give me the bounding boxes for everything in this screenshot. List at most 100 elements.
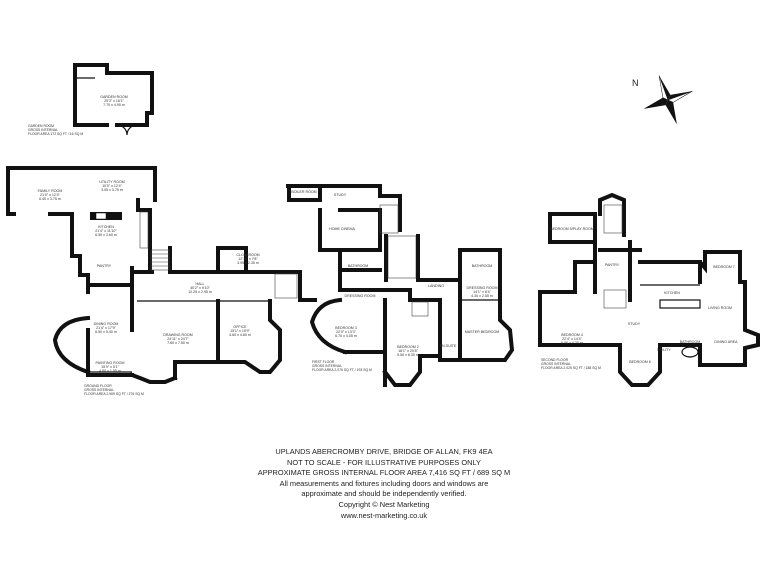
room-label-office: Office 15'1" x 15'9" 4.60 x 4.80 m (229, 325, 251, 338)
room-name: Painting Room (95, 361, 125, 365)
floor-area: FLOOR AREA 172 SQ FT / 16 SQ M (28, 132, 84, 136)
copyright-notice: Copyright © Nest Marketing (338, 499, 430, 509)
room-name: Bathroom (471, 264, 493, 268)
room-label-painting-room: Painting Room 15'9" x 5'1" 4.80 x 1.55 m (96, 361, 125, 374)
room-name: Kitchen (664, 291, 680, 295)
room-dims: 40'2" x 9'10" (190, 286, 210, 291)
room-metric: 6.50 x 3.60 m (95, 233, 117, 238)
disclaimer-line-2: approximate and should be independently … (301, 489, 467, 499)
room-label-kitchen: Kitchen 21'4" x 11'10" 6.50 x 3.60 m (95, 225, 117, 238)
room-dims: 25'3" x 16'1" (104, 99, 124, 104)
floor-gross: GROSS INTERNAL (312, 364, 342, 368)
room-metric: 6.80 x 4.35 m (561, 341, 583, 346)
room-name: Kitchen (98, 225, 114, 229)
room-dims: 24'11" x 24'7" (167, 337, 189, 342)
room-metric: 7.70 x 4.90 m (103, 103, 125, 108)
room-name: Landing (428, 284, 444, 288)
room-metric: 7.60 x 7.50 m (167, 341, 189, 346)
floor-gross: GROSS INTERNAL (541, 362, 571, 366)
room-name: Living Room (708, 306, 732, 310)
room-label-pantry: Pantry (97, 264, 111, 268)
room-label-dressing-room-2: Dressing Room 14'1" x 8'4" 4.30 x 2.55 m (467, 286, 498, 299)
room-dims: 15'9" x 5'1" (101, 365, 119, 370)
room-metric: 6.40 x 3.75 m (39, 197, 61, 202)
room-name: Bathroom (679, 340, 701, 344)
floor-gross: GROSS INTERNAL (84, 388, 114, 392)
property-address: UPLANDS ABERCROMBY DRIVE, BRIDGE OF ALLA… (275, 447, 493, 456)
floor-name: GROUND FLOOR (84, 384, 112, 388)
room-metric: 6.50 x 5.40 m (95, 330, 117, 335)
room-name: En-Suite (439, 344, 457, 348)
room-label-hall: Hall 40'2" x 9'10" 12.25 x 2.95 m (188, 282, 212, 295)
room-label-bathroom-2: Bathroom (472, 264, 493, 268)
room-label-master-bedroom: Master Bedroom (465, 330, 500, 334)
room-name: Pantry (604, 263, 620, 267)
room-label-dining-room: Dining Room 21'4" x 17'9" 6.50 x 5.40 m (94, 322, 119, 335)
room-name: Study (627, 322, 641, 326)
room-name: Master Bedroom (464, 330, 500, 334)
room-metric: 4.30 x 2.55 m (471, 294, 493, 299)
room-dims: 22'4" x 14'4" (562, 337, 582, 342)
room-name: Dressing Room (466, 286, 498, 290)
floor-gross: GROSS INTERNAL (28, 128, 58, 132)
room-label-bedroom-3: Bedroom 3 22'0" x 13'3" 6.70 x 4.05 m (335, 326, 357, 339)
room-label-dressing-room: Dressing Room (345, 294, 376, 298)
room-dims: 21'0" x 12'4" (40, 193, 60, 198)
room-name: Dining Room (93, 322, 119, 326)
room-name: Office (233, 325, 247, 329)
room-name: Bathroom (347, 264, 369, 268)
room-label-bedroom-2: Bedroom 2 18'1" x 20'8" 5.50 x 6.30 m (397, 345, 419, 358)
floor-plan-footer: UPLANDS ABERCROMBY DRIVE, BRIDGE OF ALLA… (0, 447, 768, 521)
room-name: Boiler Room (291, 190, 317, 194)
room-dims: 21'4" x 17'9" (96, 326, 116, 331)
room-label-garden-room: Garden Room 25'3" x 16'1" 7.70 x 4.90 m (100, 95, 128, 108)
room-name: Bedroom 5/Play Room (550, 227, 594, 231)
floor-area: FLOOR AREA 2,025 SQ FT / 188 SQ M (541, 366, 601, 370)
room-name: Cloakroom (236, 253, 260, 257)
room-label-living-room: Living Room (708, 306, 732, 310)
floor-name: SECOND FLOOR (541, 358, 569, 362)
room-metric: 6.70 x 4.05 m (335, 334, 357, 339)
room-metric: 3.95 x 2.35 m (237, 261, 259, 266)
room-label-home-cinema: Home Cinema (329, 227, 355, 231)
room-name: Utility Room (99, 180, 125, 184)
disclaimer-line-1: All measurements and fixtures including … (279, 478, 489, 488)
room-label-bathroom: Bathroom (680, 340, 701, 344)
room-label-dining-area: Dining Area (714, 340, 737, 344)
room-dims: 12'11" x 7'8" (238, 257, 258, 262)
total-floor-area: APPROXIMATE GROSS INTERNAL FLOOR AREA 7,… (257, 468, 511, 478)
floor-name: FIRST FLOOR (312, 360, 335, 364)
floor-area: FLOOR AREA 2,969 SQ FT / 276 SQ M (84, 392, 144, 396)
garden-room-plan (73, 63, 154, 136)
room-label-family-room: Family Room 21'0" x 12'4" 6.40 x 3.75 m (38, 189, 63, 202)
room-name: Dining Area (714, 340, 738, 344)
room-label-utility: Utility (657, 348, 670, 352)
room-dims: 15'1" x 15'9" (230, 329, 250, 334)
room-label-bedroom-6: Bedroom 6 (629, 360, 651, 364)
garden-room-area-label: GARDEN ROOM GROSS INTERNAL FLOOR AREA 17… (28, 124, 83, 136)
room-name: Bedroom 6 (629, 360, 651, 364)
ground-floor-plan (6, 166, 317, 384)
room-label-bedroom-4: Bedroom 4 22'4" x 14'4" 6.80 x 4.35 m (561, 333, 583, 346)
room-label-bedroom-7: Bedroom 7 (713, 265, 735, 269)
room-name: Garden Room (100, 95, 128, 99)
room-metric: 12.25 x 2.95 m (188, 290, 212, 295)
room-dims: 21'4" x 11'10" (95, 229, 117, 234)
compass-north-label: N (632, 78, 639, 88)
floor-area: FLOOR AREA 2,076 SQ FT / 193 SQ M (312, 368, 372, 372)
room-dims: 22'0" x 13'3" (336, 330, 356, 335)
room-name: Family Room (37, 189, 63, 193)
room-label-kitchen: Kitchen (664, 291, 680, 295)
room-name: Bedroom 2 (397, 345, 419, 349)
room-name: Study (333, 193, 347, 197)
room-name: Pantry (96, 264, 112, 268)
room-label-pantry: Pantry (605, 263, 619, 267)
room-label-bathroom: Bathroom (348, 264, 369, 268)
room-label-study: Study (628, 322, 640, 326)
room-label-study: Study (334, 193, 346, 197)
room-name: Bedroom 4 (561, 333, 583, 337)
north-arrow-compass-icon (643, 75, 693, 125)
website-link[interactable]: www.nest-marketing.co.uk (340, 510, 428, 520)
room-label-boiler-room: Boiler Room (291, 190, 316, 194)
room-dims: 14'1" x 8'4" (473, 290, 491, 295)
